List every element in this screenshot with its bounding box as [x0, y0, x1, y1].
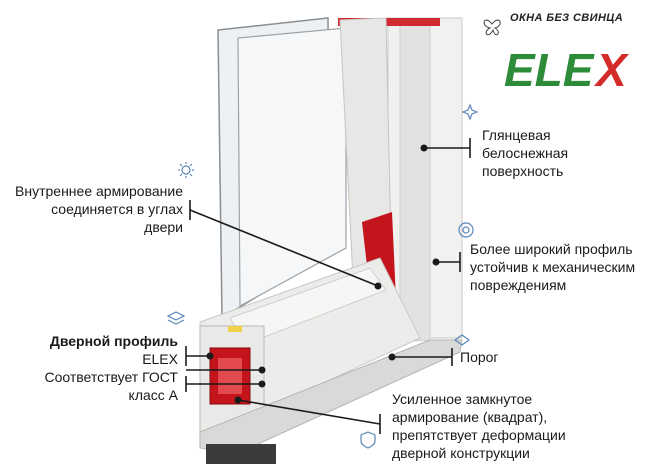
- shield-icon: [360, 431, 376, 449]
- closed-reinforcement-line-3: препятствует деформации: [392, 427, 566, 443]
- threshold-label: Порог: [460, 349, 499, 365]
- gasket-yellow: [228, 326, 242, 332]
- closed-reinforcement-callout: Усиленное замкнутое армирование (квадрат…: [392, 390, 566, 462]
- diamond-icon: [453, 334, 471, 346]
- gloss-line-3: поверхность: [482, 163, 564, 179]
- steel-square-inner: [218, 358, 242, 394]
- closed-reinforcement-line-4: дверной конструкции: [392, 445, 530, 461]
- reinforcement-line-1: Внутреннее армирование: [15, 183, 183, 199]
- glass-pane-inner: [237, 27, 347, 308]
- roll-icon: [458, 222, 474, 238]
- svg-text:X: X: [593, 44, 629, 96]
- profile-gost: Соответствует ГОСТ: [44, 369, 178, 385]
- wide-profile-line-1: Более широкий профиль: [470, 241, 633, 257]
- profile-class: класс А: [128, 387, 178, 403]
- threshold-base: [206, 444, 276, 464]
- wide-profile-callout: Более широкий профиль устойчив к механич…: [470, 240, 635, 294]
- gloss-callout: Глянцевая белоснежная поверхность: [482, 126, 568, 180]
- wide-profile-line-2: устойчив к механическим: [470, 259, 636, 275]
- sparkle-icon: [461, 103, 479, 121]
- layers-icon: [166, 311, 186, 325]
- closed-reinforcement-line-1: Усиленное замкнутое: [392, 391, 533, 407]
- profile-brand: ELEX: [142, 351, 178, 367]
- brand-tagline: ОКНА БЕЗ СВИНЦА: [510, 12, 624, 24]
- wide-profile-line-3: повреждениям: [470, 277, 567, 293]
- butterfly-icon: [483, 19, 501, 36]
- threshold-strip: [199, 339, 463, 455]
- sun-icon: [178, 162, 194, 178]
- svg-text:ELE: ELE: [504, 44, 595, 96]
- profile-callout: Дверной профиль ELEX Соответствует ГОСТ …: [44, 332, 178, 404]
- profile-title: Дверной профиль: [49, 333, 178, 349]
- reinforcement-corners-callout: Внутреннее армирование соединяется в угл…: [15, 182, 183, 236]
- gloss-line-1: Глянцевая: [482, 127, 551, 143]
- gloss-line-2: белоснежная: [482, 145, 569, 161]
- closed-reinforcement-line-2: армирование (квадрат),: [392, 409, 548, 425]
- reinforcement-line-2: соединяется в углах: [51, 201, 183, 217]
- leader-dots: [206, 144, 440, 404]
- elex-logo: ELE X: [483, 19, 629, 96]
- frame-jamb-inner: [399, 23, 431, 343]
- reinforcement-line-3: двери: [144, 219, 183, 235]
- leader-lines: [185, 138, 471, 434]
